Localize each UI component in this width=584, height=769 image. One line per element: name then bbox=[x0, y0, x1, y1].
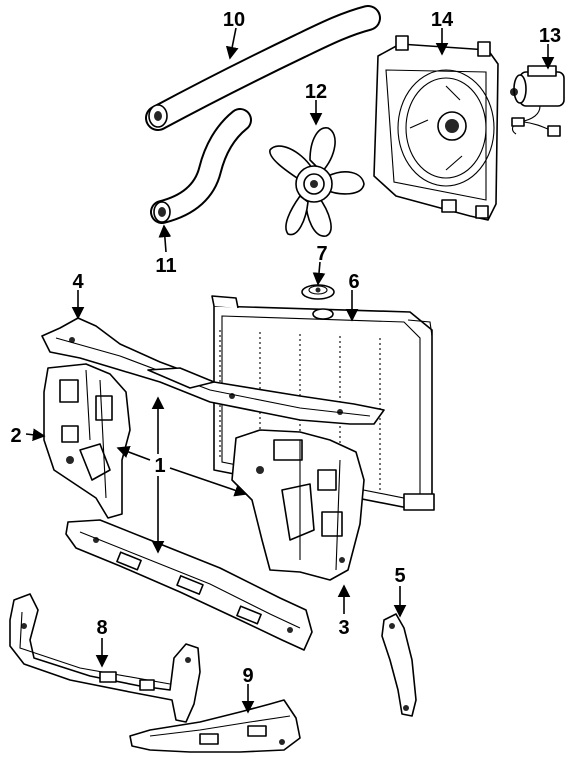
callout-2: 2 bbox=[10, 425, 21, 447]
left-side-panel bbox=[43, 363, 131, 519]
callout-1: 1 bbox=[154, 455, 165, 477]
leader-7 bbox=[312, 261, 326, 286]
callout-13: 13 bbox=[539, 25, 561, 47]
callout-14: 14 bbox=[431, 9, 454, 31]
callout-6: 6 bbox=[348, 271, 359, 293]
right-side-panel bbox=[231, 429, 365, 581]
lower-support-frame bbox=[9, 593, 201, 723]
callout-11: 11 bbox=[155, 255, 176, 277]
leader-1-left bbox=[116, 445, 151, 461]
upper-radiator-hose bbox=[145, 5, 381, 131]
bracket bbox=[381, 613, 417, 717]
leader-2 bbox=[25, 428, 46, 442]
fan-shroud bbox=[373, 35, 499, 221]
callout-12: 12 bbox=[305, 81, 327, 103]
lower-radiator-hose bbox=[150, 108, 252, 224]
callout-7: 7 bbox=[316, 243, 327, 265]
splash-shield bbox=[129, 699, 301, 753]
upper-tie-bar bbox=[41, 317, 385, 425]
radiator-cap bbox=[301, 284, 335, 300]
callout-3: 3 bbox=[338, 617, 349, 639]
fan-motor bbox=[510, 65, 565, 137]
callout-9: 9 bbox=[242, 665, 253, 687]
callout-4: 4 bbox=[72, 271, 84, 293]
leader-10 bbox=[225, 27, 239, 60]
callout-10: 10 bbox=[223, 9, 245, 31]
lower-crossmember bbox=[65, 519, 313, 651]
leader-11 bbox=[158, 224, 172, 253]
callout-5: 5 bbox=[394, 565, 405, 587]
cooling-fan-blade bbox=[269, 127, 365, 237]
callout-8: 8 bbox=[96, 617, 107, 639]
leader-1-right bbox=[169, 467, 248, 497]
